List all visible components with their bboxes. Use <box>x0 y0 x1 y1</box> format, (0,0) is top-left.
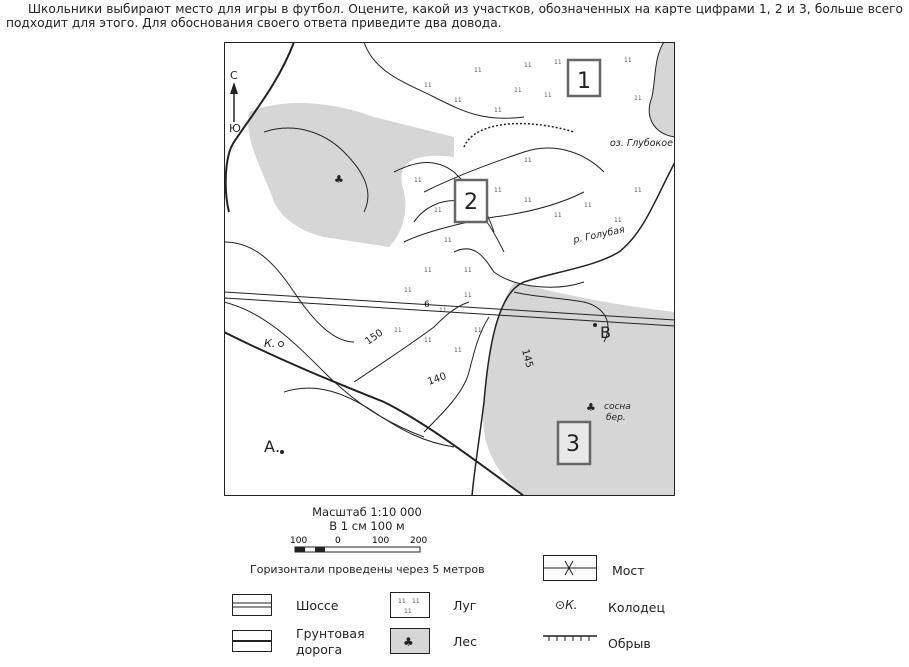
svg-text:11: 11 <box>634 187 642 194</box>
svg-text:11: 11 <box>634 95 642 102</box>
legend-cliff-icon <box>543 635 597 641</box>
svg-text:11: 11 <box>412 598 420 605</box>
legend-dirt-road-label-2: дорога <box>296 642 343 657</box>
forest-label-2: бер. <box>606 413 626 423</box>
road-width-label: 6 <box>424 300 430 310</box>
area-3-box <box>556 420 592 466</box>
legend-bridge-label: Мост <box>612 563 645 578</box>
contour-label-145: 145 <box>519 348 535 369</box>
svg-text:11: 11 <box>404 608 412 615</box>
north-label: С <box>230 69 238 82</box>
svg-text:11: 11 <box>394 327 402 334</box>
svg-text:11: 11 <box>554 59 562 66</box>
svg-text:11: 11 <box>434 207 442 214</box>
svg-text:11: 11 <box>424 267 432 274</box>
svg-text:11: 11 <box>454 97 462 104</box>
scale-tick-100-left: 100 <box>290 536 307 546</box>
scale-title: Масштаб 1:10 000 <box>312 505 422 519</box>
well-icon <box>278 341 284 347</box>
task-text: Школьники выбирают место для игры в футб… <box>6 2 903 30</box>
legend-well-label: Колодец <box>608 600 666 615</box>
svg-text:11: 11 <box>524 197 532 204</box>
svg-text:♣: ♣ <box>403 635 414 649</box>
area-1-box <box>566 58 602 98</box>
svg-text:11: 11 <box>474 327 482 334</box>
river-label: р. Голубая <box>571 224 626 246</box>
legend-cliff-label: Обрыв <box>608 636 651 651</box>
legend-highway-icon <box>232 594 272 616</box>
svg-text:11: 11 <box>444 237 452 244</box>
forest-tree-icon-2: ♣ <box>586 401 596 414</box>
svg-text:11: 11 <box>624 57 632 64</box>
river-golubaya <box>471 161 675 496</box>
area-3-label: 3 <box>566 432 580 457</box>
legend-dirt-road-icon <box>232 630 272 652</box>
scale-tick-0: 0 <box>335 536 341 546</box>
svg-text:11: 11 <box>494 107 502 114</box>
dirt-roads <box>224 42 525 496</box>
svg-text:11: 11 <box>398 598 406 605</box>
north-arrow-head <box>230 82 238 94</box>
forest-tree-icon: ♣ <box>334 173 344 186</box>
svg-text:11: 11 <box>424 82 432 89</box>
forest-area-west <box>248 102 454 247</box>
scale-bar: 100 0 100 200 <box>290 536 427 553</box>
svg-text:11: 11 <box>474 67 482 74</box>
lake-label: оз. Глубокое <box>610 138 673 149</box>
svg-text:11: 11 <box>454 347 462 354</box>
svg-text:11: 11 <box>439 307 447 314</box>
svg-text:11: 11 <box>614 217 622 224</box>
svg-text:11: 11 <box>514 87 522 94</box>
area-1-label: 1 <box>577 69 591 94</box>
svg-text:11: 11 <box>584 202 592 209</box>
svg-text:11: 11 <box>494 187 502 194</box>
svg-text:11: 11 <box>524 157 532 164</box>
contour-lines <box>224 42 609 448</box>
svg-text:11: 11 <box>464 292 472 299</box>
legend-highway-label: Шоссе <box>296 598 339 613</box>
svg-text:11: 11 <box>544 92 552 99</box>
well-label: К. <box>264 337 275 350</box>
point-b-label: В <box>600 323 611 342</box>
lake-glubokoe <box>648 42 675 138</box>
forest-area-southeast <box>483 282 675 496</box>
point-a-label: А. <box>264 437 280 456</box>
legend-forest-icon: ♣ <box>390 628 430 654</box>
contour-note: Горизонтали проведены через 5 метров <box>250 563 485 576</box>
legend-well-symbol: К. <box>565 598 578 612</box>
legend-well-icon: ⊙К. <box>555 598 578 612</box>
legend-dirt-road-label-1: Грунтовая <box>296 626 365 641</box>
point-b-dot <box>593 323 597 327</box>
svg-text:11: 11 <box>414 177 422 184</box>
area-2-label: 2 <box>464 190 478 215</box>
cliff <box>463 122 575 148</box>
legend-bridge-icon <box>543 555 597 581</box>
legend-forest-label: Лес <box>453 634 477 649</box>
svg-text:11: 11 <box>554 212 562 219</box>
scale-subtitle: В 1 см 100 м <box>329 519 405 533</box>
contour-label-140: 140 <box>426 371 448 388</box>
svg-text:11: 11 <box>524 62 532 69</box>
contour-label-150: 150 <box>363 327 385 347</box>
area-2-box <box>453 178 489 224</box>
scale-tick-100: 100 <box>372 536 389 546</box>
svg-text:11: 11 <box>424 337 432 344</box>
scale-tick-200: 200 <box>410 536 427 546</box>
highway <box>224 291 675 327</box>
legend-meadow-label: Луг <box>453 598 477 613</box>
svg-text:11: 11 <box>464 267 472 274</box>
point-a-dot <box>280 450 284 454</box>
forest-label-1: сосна <box>604 402 631 412</box>
south-label: Ю <box>229 122 241 135</box>
svg-text:11: 11 <box>404 287 412 294</box>
